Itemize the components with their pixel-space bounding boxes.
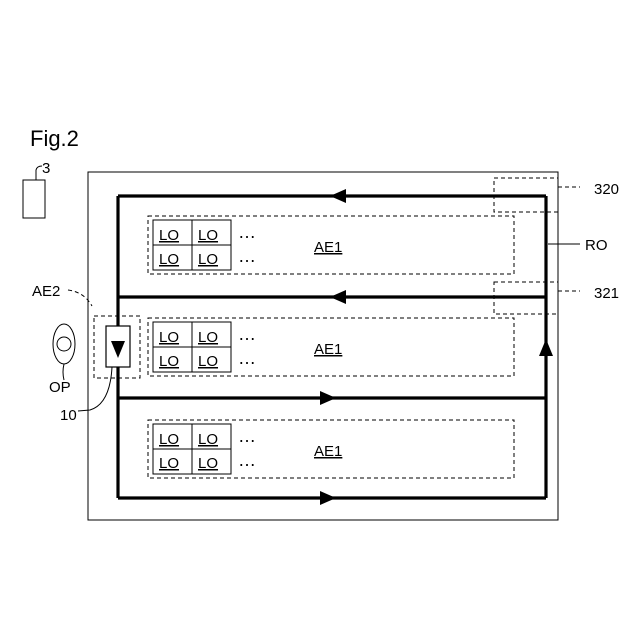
area-320-ref-label: 320 [594,181,619,198]
storage-area-ae1-label: AE1 [314,239,342,256]
arrow-up-icon [539,339,553,356]
arrow-right-icon [320,391,336,405]
storage-area-ae1-label: AE1 [314,341,342,358]
location-lo: LO [159,251,179,268]
location-lo: LO [198,431,218,448]
storage-area-ae1-label: AE1 [314,443,342,460]
figure-title: Fig.2 [30,126,79,151]
location-lo: LO [159,455,179,472]
location-lo: LO [198,455,218,472]
location-lo: LO [159,431,179,448]
location-lo: LO [198,251,218,268]
route-ref-label: RO [585,237,608,254]
terminal-box [23,180,45,218]
storage-row: LO LO LO LO … … AE1 [148,318,514,376]
operator-ref-label: OP [49,379,71,396]
vehicle-ref-label: 10 [60,407,77,424]
location-lo: LO [159,227,179,244]
arrow-left-icon [330,290,346,304]
location-lo: LO [198,227,218,244]
location-lo: LO [198,329,218,346]
ellipsis: … [238,348,258,368]
terminal-ref-label: 3 [42,160,50,177]
arrow-right-icon [320,491,336,505]
storage-row: LO LO LO LO … … AE1 [148,216,514,274]
area-321-ref-label: 321 [594,285,619,302]
ellipsis: … [238,324,258,344]
location-lo: LO [159,329,179,346]
ellipsis: … [238,222,258,242]
arrow-left-icon [330,189,346,203]
location-lo: LO [198,353,218,370]
ellipsis: … [238,246,258,266]
location-lo: LO [159,353,179,370]
storage-row: LO LO LO LO … … AE1 [148,420,514,478]
operator-icon [53,324,75,380]
ellipsis: … [238,450,258,470]
ellipsis: … [238,426,258,446]
loading-area-ref-label: AE2 [32,283,60,300]
vehicle-leader [78,367,112,411]
